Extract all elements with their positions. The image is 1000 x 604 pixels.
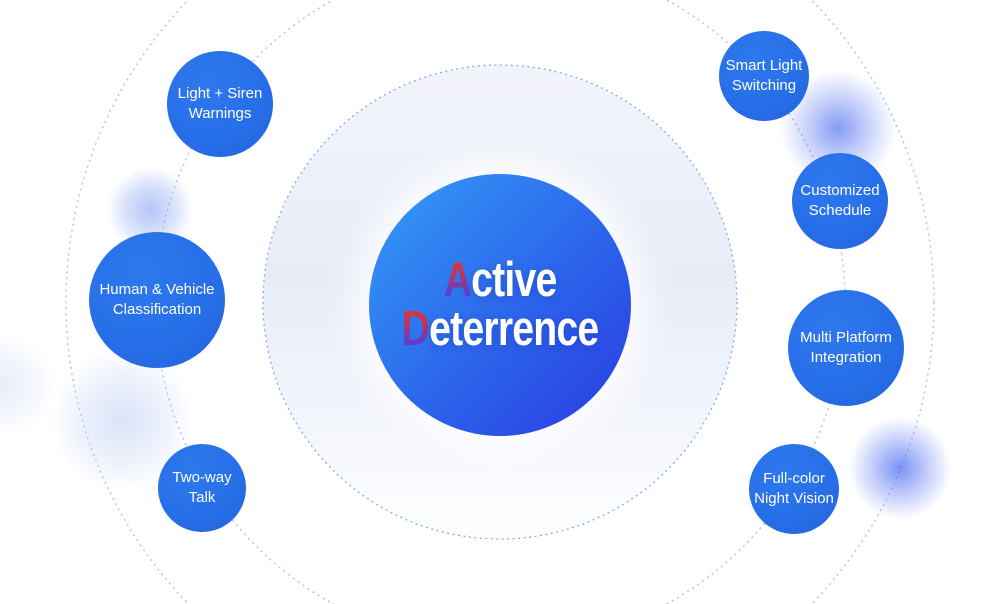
feature-label: Full-color Night Vision [754,469,834,507]
center-title-line2-rest: eterrence [429,302,599,356]
feature-circle-full-color-night-vision: Full-color Night Vision [749,444,839,534]
feature-label: Multi Platform Integration [800,328,892,366]
feature-circle-two-way-talk: Two-way Talk [158,444,246,532]
center-title-line1: Active [402,256,599,305]
feature-circle-light-siren-warnings: Light + Siren Warnings [167,51,273,157]
feature-circle-customized-schedule: Customized Schedule [792,153,888,249]
center-title-line2: Deterrence [401,302,600,356]
center-circle: Active Deterrence [369,174,631,436]
feature-circle-smart-light-switching: Smart Light Switching [719,31,809,121]
feature-label: Customized Schedule [800,181,880,219]
feature-label: Human & Vehicle Classification [99,280,215,318]
center-title-line2-initial: D [401,302,430,356]
feature-circle-human-vehicle-classification: Human & Vehicle Classification [89,232,225,368]
orbit-outer-dotted-circle [65,0,935,604]
center-title: Active Deterrence [377,256,623,354]
feature-label: Light + Siren Warnings [177,84,263,122]
center-title-line1-rest: ctive [471,253,557,307]
feature-circle-multi-platform-integration: Multi Platform Integration [788,290,904,406]
center-title-line1-initial: A [443,253,472,307]
feature-label: Smart Light Switching [725,56,803,94]
feature-label: Two-way Talk [172,468,232,506]
